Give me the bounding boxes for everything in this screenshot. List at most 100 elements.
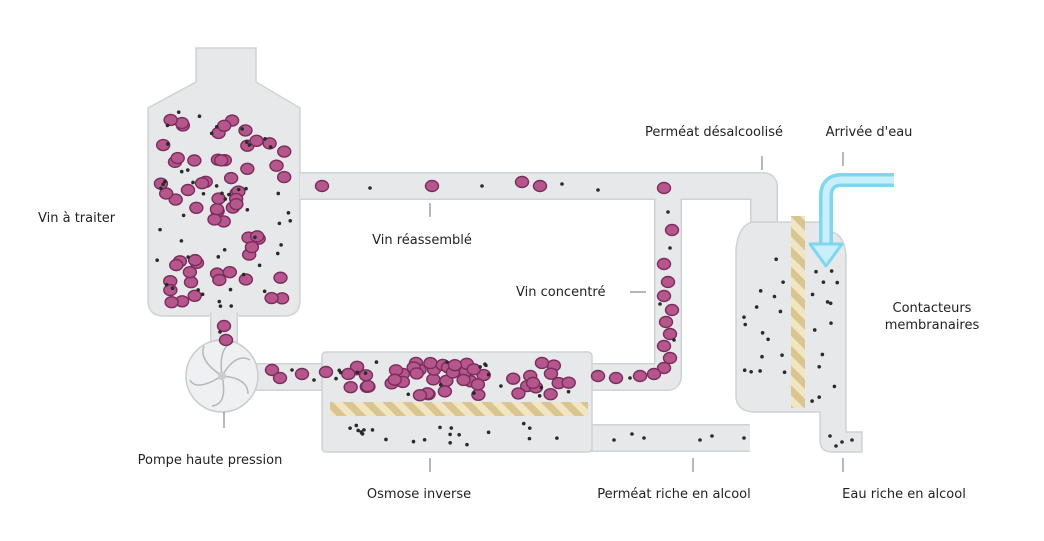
wine-molecule — [664, 303, 680, 317]
alcohol-dot — [486, 430, 491, 435]
wine-molecule — [244, 240, 260, 254]
wine-molecule — [412, 389, 428, 402]
wine-molecule — [207, 213, 222, 226]
alcohol-dot — [359, 431, 364, 435]
alcohol-dot — [828, 301, 833, 306]
alcohol-dot — [486, 372, 491, 377]
contactor-membrane — [791, 216, 805, 408]
alcohol-dot — [658, 302, 662, 306]
alcohol-dot — [257, 263, 262, 268]
wine-molecule — [277, 145, 292, 158]
wine-molecule — [240, 162, 255, 175]
alcohol-dot — [760, 331, 765, 335]
alcohol-dot — [829, 321, 833, 325]
wine-molecule — [158, 187, 174, 200]
alcohol-dot — [672, 338, 676, 342]
label-permeat-desalcoolise: Perméat désalcoolisé — [645, 125, 783, 140]
alcohol-dot — [814, 269, 818, 274]
alcohol-dot — [279, 243, 283, 247]
alcohol-dot — [334, 376, 338, 381]
wine-molecule — [409, 367, 424, 380]
alcohol-dot — [758, 369, 762, 373]
alcohol-dot — [164, 282, 169, 287]
alcohol-dot — [362, 428, 366, 432]
alcohol-dot — [480, 184, 484, 188]
alcohol-dot — [197, 114, 202, 119]
alcohol-dot — [245, 207, 250, 212]
alcohol-dot — [742, 368, 747, 373]
alcohol-dot — [191, 180, 195, 185]
alcohol-dot — [710, 434, 714, 438]
alcohol-dot — [161, 182, 165, 187]
wine-molecules — [153, 113, 680, 402]
alcohol-dot — [781, 280, 785, 284]
wine-molecule — [216, 319, 232, 333]
alcohol-dot — [218, 330, 222, 334]
wine-molecule — [543, 367, 559, 380]
wine-molecule — [532, 179, 548, 193]
wine-molecule — [223, 171, 239, 185]
alcohol-dot — [457, 432, 461, 437]
alcohol-dot — [829, 269, 834, 273]
label-permeat-riche-en-alcool: Perméat riche en alcool — [597, 487, 751, 502]
alcohol-dot — [499, 384, 503, 388]
wine-molecule — [262, 137, 277, 150]
wine-molecule — [424, 179, 440, 193]
alcohol-dot — [560, 182, 564, 186]
wine-molecule — [343, 381, 358, 394]
alcohol-dot — [820, 352, 825, 357]
label-vin-a-traiter: Vin à traiter — [38, 211, 116, 226]
wine-molecule — [662, 327, 678, 341]
wine-molecule — [656, 289, 672, 303]
wine-molecule — [662, 351, 678, 365]
alcohol-dot — [596, 188, 600, 192]
wine-molecule — [163, 113, 178, 127]
alcohol-dot — [742, 315, 746, 319]
alcohol-dot — [374, 360, 379, 364]
alcohol-dot — [196, 288, 200, 292]
wine-molecule — [155, 138, 171, 152]
alcohol-dot — [159, 186, 163, 191]
wine-molecule — [514, 175, 530, 189]
alcohol-dot — [356, 428, 360, 433]
wine-molecule — [272, 371, 288, 385]
alcohol-dot — [754, 305, 759, 309]
wine-molecule — [182, 265, 198, 279]
wine-molecule — [656, 181, 672, 195]
wine-molecule — [229, 197, 244, 211]
alcohol-dot — [527, 436, 532, 441]
wine-molecule — [658, 315, 674, 329]
wine-molecule — [276, 170, 292, 184]
label-contacteurs-line1: Contacteurs — [892, 301, 972, 316]
wine-molecule — [314, 179, 330, 193]
alcohol-dot — [821, 280, 826, 284]
wine-molecule — [358, 369, 374, 382]
alcohol-dot — [840, 440, 844, 444]
alcohol-dot — [780, 353, 784, 357]
wine-molecule — [238, 124, 253, 137]
label-vin-concentre: Vin concentré — [516, 285, 606, 300]
wine-molecule — [656, 361, 672, 375]
pump-impeller-icon — [185, 339, 259, 413]
wine-molecule — [169, 258, 184, 272]
alcohol-dot — [229, 304, 234, 308]
wine-molecule — [163, 283, 178, 297]
wine-molecule — [269, 159, 284, 172]
alcohol-dot — [214, 184, 219, 188]
alcohol-dot — [186, 255, 190, 259]
alcohol-dot — [217, 299, 222, 304]
alcohol-dot — [312, 378, 316, 382]
alcohol-dot — [181, 213, 186, 218]
alcohol-dot — [698, 438, 702, 442]
alcohol-dot — [201, 191, 206, 196]
alcohol-dot — [521, 421, 526, 426]
label-eau-riche-en-alcool: Eau riche en alcool — [842, 487, 966, 502]
label-contacteurs-line2: membranaires — [884, 318, 980, 333]
alcohol-dot — [666, 210, 670, 214]
wine-molecule — [360, 379, 376, 393]
alcohol-dot — [200, 292, 205, 297]
alcohol-dot — [170, 286, 175, 291]
alcohol-dot — [448, 432, 452, 437]
wine-molecule — [656, 339, 672, 353]
